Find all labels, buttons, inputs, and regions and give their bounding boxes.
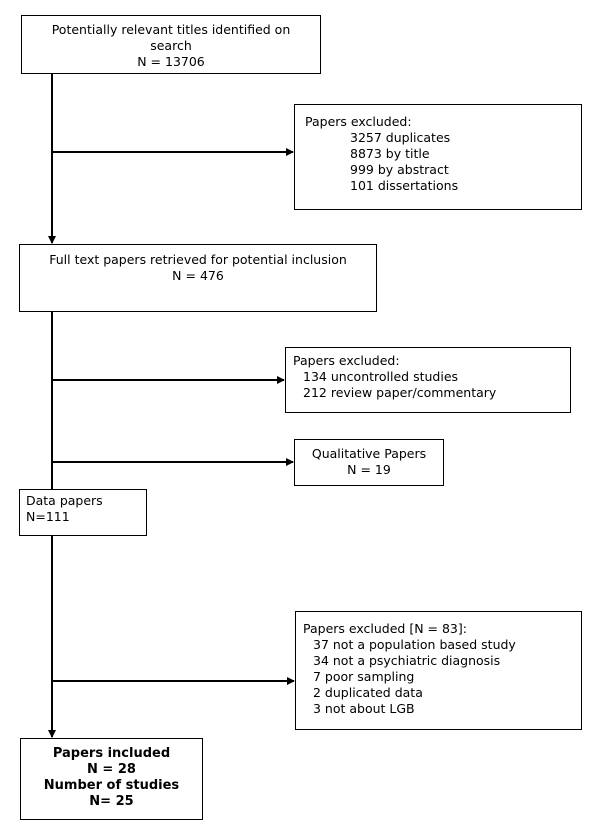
full-text-box: Full text papers retrieved for potential…: [19, 244, 377, 312]
exclusion-3-item: 2 duplicated data: [313, 685, 423, 700]
exclusion-2-item: 212 review paper/commentary: [303, 385, 497, 400]
exclusion-1-item: 999 by abstract: [350, 162, 449, 177]
exclusion-box-3: Papers excluded [N = 83]: 37 not a popul…: [295, 611, 582, 730]
exclusion-3-header: Papers excluded [N = 83]:: [303, 621, 467, 636]
exclusion-3-item: 37 not a population based study: [313, 637, 516, 652]
exclusion-3-item: 3 not about LGB: [313, 701, 415, 716]
papers-included-box: Papers included N = 28 Number of studies…: [20, 738, 203, 820]
exclusion-1-item: 101 dissertations: [350, 178, 459, 193]
exclusion-box-1: Papers excluded: 3257 duplicates 8873 by…: [294, 104, 582, 210]
studies-count: N= 25: [89, 794, 134, 809]
exclusion-2-item: 134 uncontrolled studies: [303, 369, 459, 384]
papers-included-count: N = 28: [87, 762, 136, 777]
identified-titles-box: Potentially relevant titles identified o…: [21, 15, 321, 74]
full-text-label: Full text papers retrieved for potential…: [49, 252, 347, 267]
qualitative-papers-box: Qualitative Papers N = 19: [294, 439, 444, 486]
papers-included-label: Papers included: [52, 746, 171, 761]
identified-titles-text: Potentially relevant titles identified o…: [51, 22, 291, 37]
data-papers-count: N=111: [26, 509, 70, 524]
studies-label: Number of studies: [43, 778, 180, 793]
exclusion-2-header: Papers excluded:: [293, 353, 400, 368]
data-papers-label: Data papers: [26, 493, 103, 508]
exclusion-3-item: 34 not a psychiatric diagnosis: [313, 653, 501, 668]
qualitative-label: Qualitative Papers: [311, 446, 427, 461]
exclusion-1-header: Papers excluded:: [305, 114, 412, 129]
data-papers-box: Data papers N=111: [19, 489, 147, 536]
identified-titles-text-2: search: [150, 38, 192, 53]
identified-titles-count: N = 13706: [137, 54, 205, 69]
exclusion-3-item: 7 poor sampling: [313, 669, 415, 684]
exclusion-box-2: Papers excluded: 134 uncontrolled studie…: [285, 347, 571, 413]
exclusion-1-item: 3257 duplicates: [350, 130, 451, 145]
exclusion-1-item: 8873 by title: [350, 146, 430, 161]
full-text-count: N = 476: [172, 268, 224, 283]
qualitative-count: N = 19: [347, 462, 391, 477]
